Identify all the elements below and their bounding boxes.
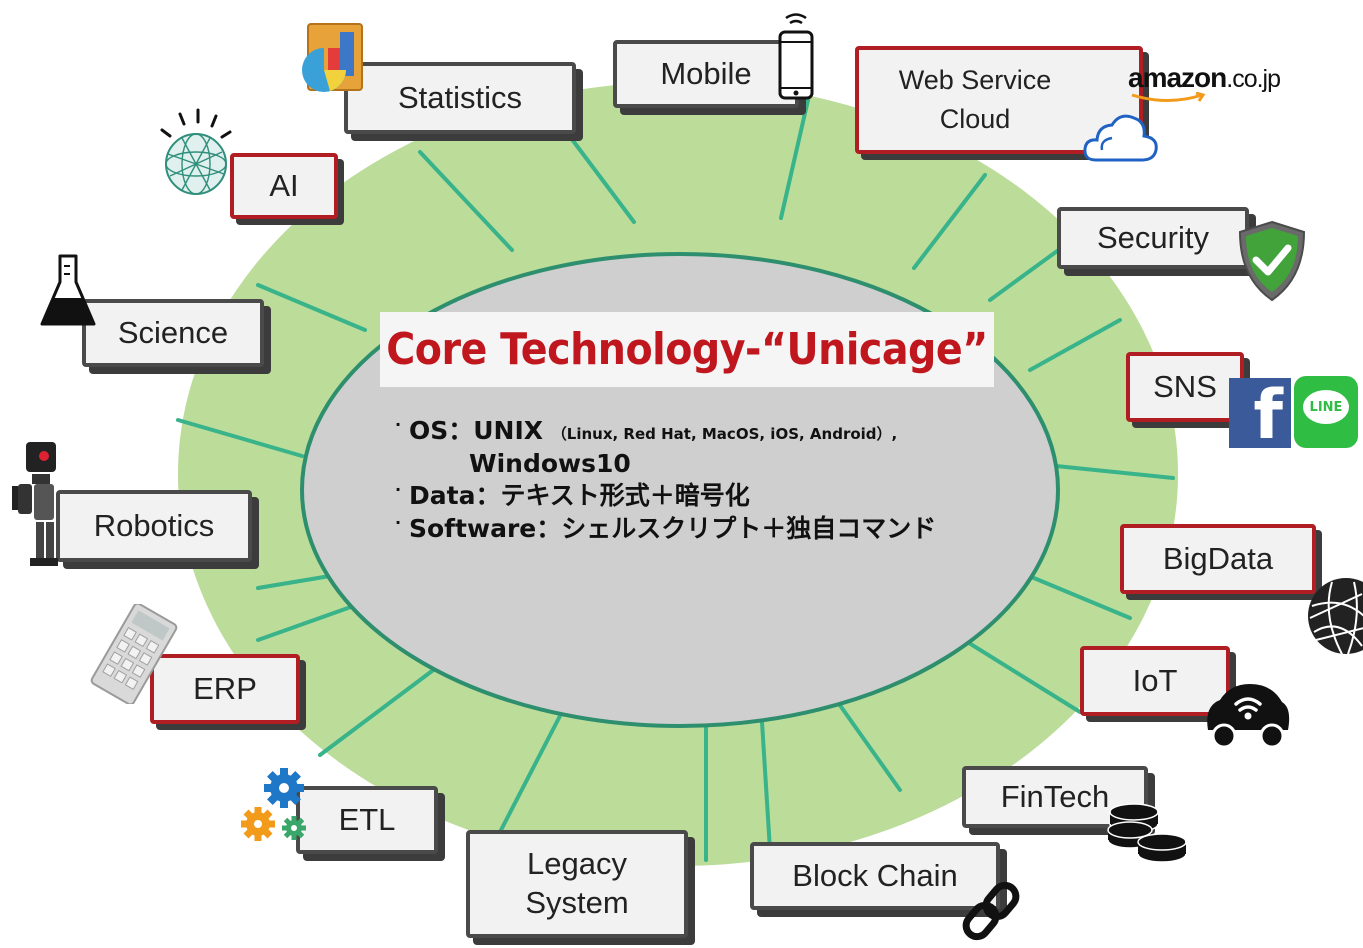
core-line-data: · Data：テキスト形式＋暗号化 (395, 480, 995, 513)
spoke (418, 150, 514, 252)
node-erp: ERP (150, 654, 300, 724)
core-line-os-cont: Windows10 (395, 448, 995, 481)
node-security: Security (1057, 207, 1249, 269)
node-label: Robotics (93, 507, 215, 543)
shield-check-icon (1238, 220, 1306, 302)
robot-icon (12, 442, 58, 566)
spoke (830, 692, 902, 792)
software-label: Software：シェルスクリプト＋独自コマンド (409, 513, 937, 543)
spoke (256, 573, 338, 590)
node-label: Science (117, 314, 229, 350)
spoke (256, 283, 367, 332)
node-web-service-cloud: Web Service Cloud (855, 46, 1143, 154)
core-title: Core Technology-“Unicage” (380, 312, 994, 387)
node-label-line1: Legacy (527, 846, 627, 882)
node-sns: SNS (1126, 352, 1244, 422)
connected-car-icon (1207, 684, 1290, 749)
node-label: AI (269, 167, 299, 203)
bullet: · (395, 415, 402, 434)
node-etl: ETL (296, 786, 438, 854)
spoke (498, 710, 564, 834)
globe-network-icon (1308, 578, 1363, 655)
node-science: Science (82, 299, 264, 367)
chain-link-icon (962, 881, 1020, 941)
core-line-software: · Software：シェルスクリプト＋独自コマンド (395, 513, 995, 546)
node-label-line1: Web Service (898, 64, 1052, 95)
core-line-os: · OS：UNIX （Linux, Red Hat, MacOS, iOS, A… (395, 415, 995, 448)
spoke (912, 173, 987, 270)
node-label: Statistics (397, 79, 523, 115)
node-label: ETL (338, 801, 396, 837)
amazon-logo-tld: .co.jp (1226, 65, 1281, 93)
amazon-logo: amazon.co.jp (1128, 62, 1281, 102)
node-label: ERP (193, 670, 257, 706)
amazon-logo-main: amazon (1128, 62, 1227, 93)
node-block-chain: Block Chain (750, 842, 1000, 910)
core-description: · OS：UNIX （Linux, Red Hat, MacOS, iOS, A… (395, 415, 995, 545)
flask-icon (40, 254, 96, 326)
node-label-line2: System (525, 885, 629, 920)
cloud-icon (1083, 114, 1158, 162)
node-label: IoT (1132, 662, 1178, 698)
spoke (318, 660, 446, 757)
spoke (563, 128, 636, 224)
spoke (176, 418, 304, 458)
gears-icon (241, 768, 306, 841)
os-detail: （Linux, Red Hat, MacOS, iOS, Android）, (551, 425, 898, 443)
data-label: Data：テキスト形式＋暗号化 (409, 481, 750, 510)
globe-icon (160, 108, 232, 195)
bullet: · (395, 512, 402, 532)
bullet: · (395, 480, 402, 499)
node-bigdata: BigData (1120, 524, 1316, 594)
node-statistics: Statistics (344, 62, 576, 134)
spokes (176, 98, 1175, 862)
line-icon: LINE (1294, 376, 1358, 448)
node-iot: IoT (1080, 646, 1230, 716)
pie-chart-icon (302, 23, 363, 92)
node-label: Security (1097, 219, 1209, 255)
line-logo-text: LINE (1303, 390, 1349, 424)
node-legacy-system: Legacy System (466, 830, 688, 938)
node-label-line2: Cloud (939, 104, 1011, 134)
node-robotics: Robotics (56, 490, 252, 562)
node-label: SNS (1153, 368, 1217, 404)
node-ai: AI (230, 153, 338, 219)
spoke (779, 98, 810, 220)
coins-icon (1107, 803, 1187, 863)
facebook-glyph: f (1253, 378, 1283, 448)
amazon-smile-icon (1131, 92, 1206, 102)
smartphone-icon (778, 13, 814, 100)
node-label: FinTech (1000, 778, 1110, 814)
facebook-icon: f (1229, 378, 1291, 448)
node-label: BigData (1162, 540, 1274, 576)
calculator-icon (90, 604, 178, 704)
os-windows: Windows10 (469, 448, 631, 478)
os-label: OS：UNIX (409, 416, 544, 445)
node-label: Block Chain (792, 857, 958, 893)
node-label: Mobile (660, 55, 752, 91)
spoke (1054, 464, 1175, 480)
spoke (1028, 318, 1122, 372)
node-mobile: Mobile (613, 40, 799, 108)
